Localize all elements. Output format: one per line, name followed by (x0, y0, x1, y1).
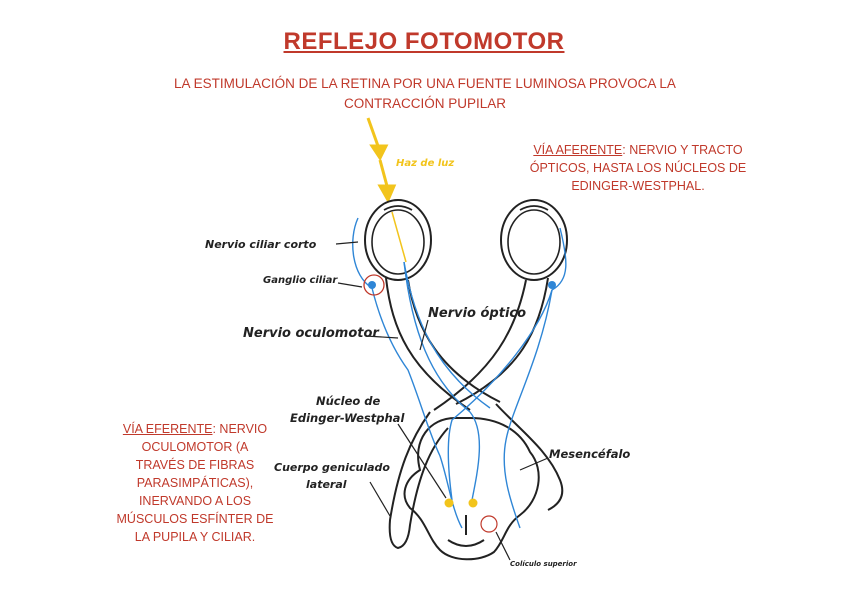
ciliary-ganglion-label: Ganglio ciliar (263, 275, 337, 286)
light-beam-label: Haz de luz (396, 158, 454, 169)
light-beam-arrow (368, 118, 406, 262)
ew-nucleus-label-2: Edinger-Westphal (290, 411, 404, 425)
short-ciliary-nerve-label: Nervio ciliar corto (205, 238, 316, 251)
superior-colliculus-label: Colículo superior (510, 560, 577, 568)
right-eye (501, 200, 567, 280)
lgn-label-2: lateral (306, 478, 347, 491)
left-eye (365, 200, 431, 280)
oculomotor-nerve-label: Nervio oculomotor (243, 326, 379, 341)
right-ganglion-dot (548, 281, 556, 289)
ew-nucleus-left (445, 499, 454, 508)
ew-nucleus-label-1: Núcleo de (316, 394, 380, 408)
ew-nucleus-right (469, 499, 478, 508)
lgn-label-1: Cuerpo geniculado (274, 461, 390, 474)
midbrain-label: Mesencéfalo (549, 447, 630, 461)
midbrain (405, 418, 539, 559)
optic-nerve-label: Nervio óptico (428, 306, 526, 321)
superior-colliculus-marker (481, 516, 497, 532)
